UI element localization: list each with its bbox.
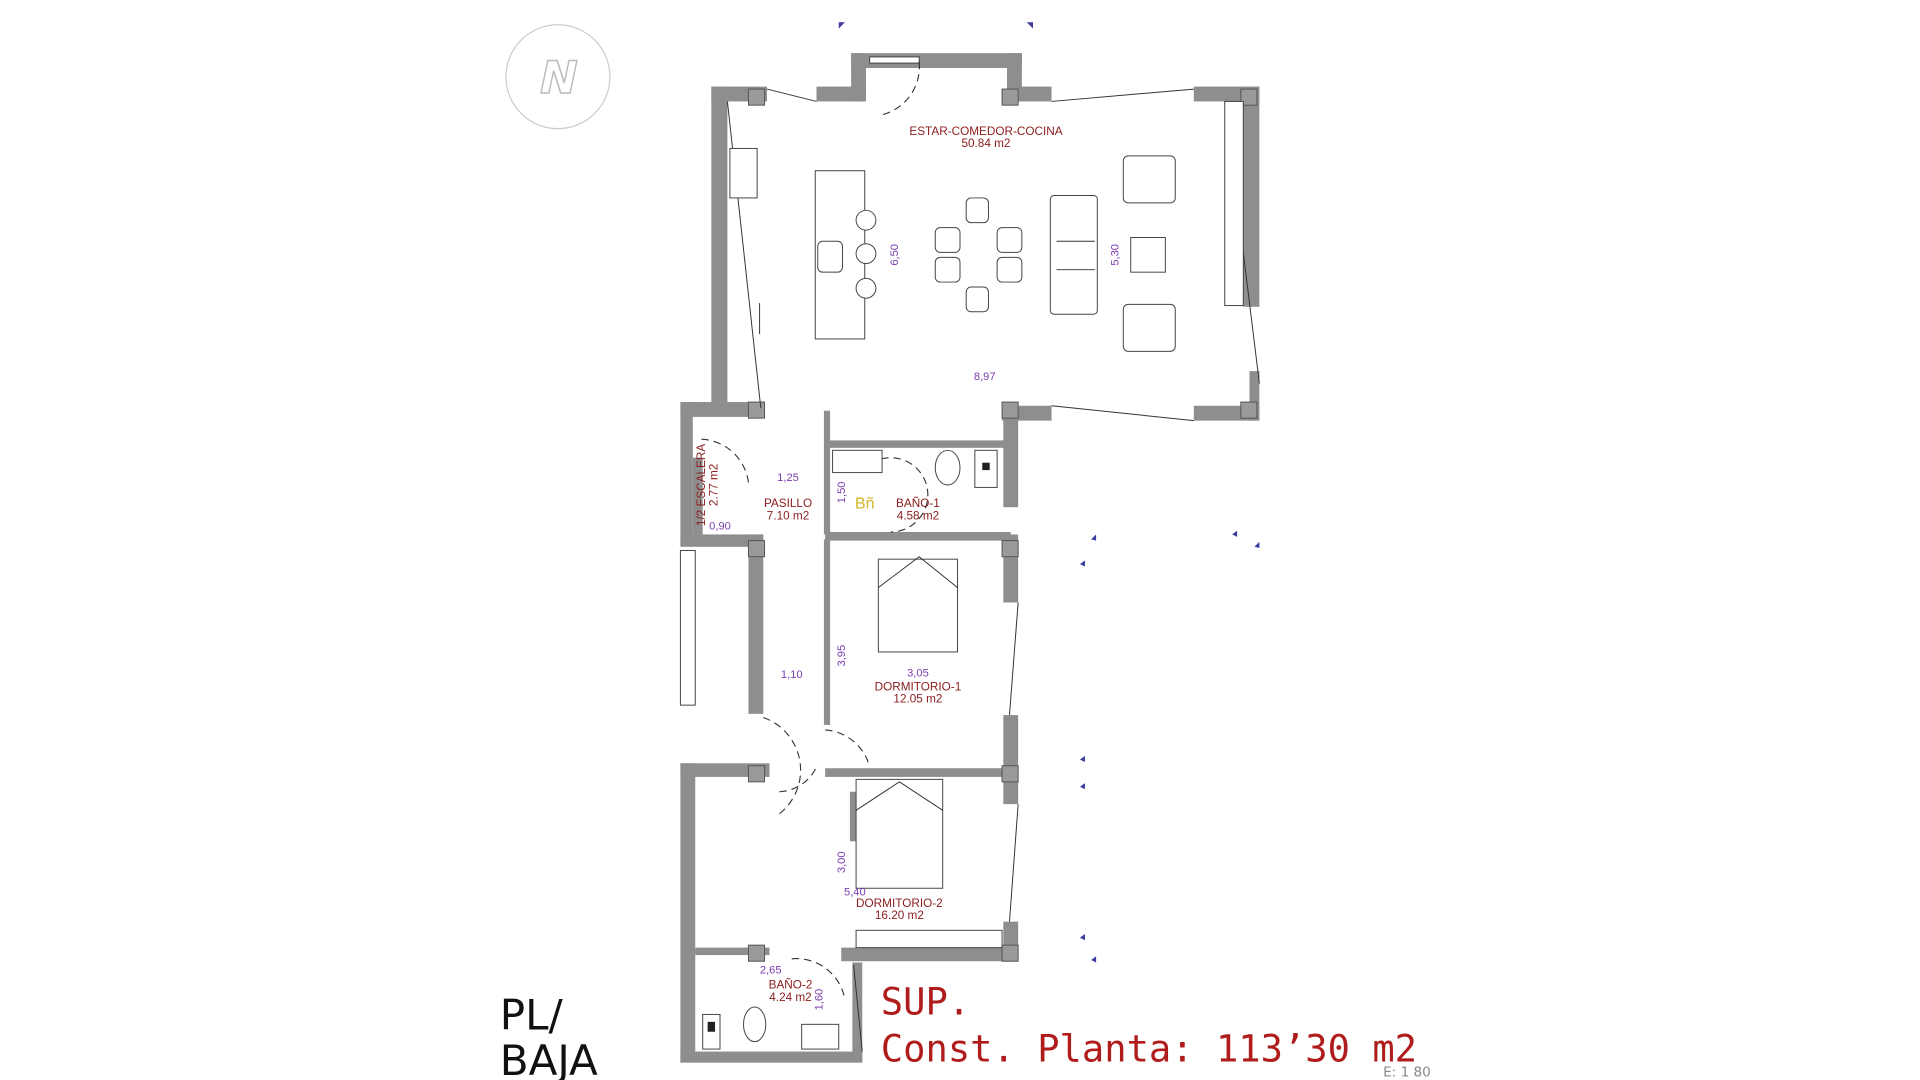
bath-symbol: Bñ — [855, 494, 875, 512]
window-lines — [679, 88, 1260, 1052]
dim-dorm2-w: 5,40 — [844, 887, 866, 899]
dim-living-lounge: 5,30 — [1109, 244, 1121, 266]
walls — [680, 53, 1260, 1063]
room-bano2: BAÑO-2 4.24 m2 — [769, 978, 813, 1003]
doors — [698, 56, 929, 1000]
room-dorm1: DORMITORIO-1 12.05 m2 — [875, 680, 962, 705]
dim-dorm1-w: 3,05 — [907, 668, 929, 680]
north-arrow-icon: N — [505, 24, 611, 130]
dim-living-depth: 6,50 — [889, 244, 901, 266]
room-name: DORMITORIO-1 — [875, 680, 962, 693]
room-name: BAÑO-1 — [896, 497, 940, 510]
room-area: 4.58 m2 — [897, 510, 939, 523]
room-pasillo: PASILLO 7.10 m2 — [764, 497, 812, 522]
room-escalera: 1/2 ESCALERA 2.77 m2 — [695, 444, 720, 526]
room-area: 16.20 m2 — [875, 909, 924, 922]
room-area: 12.05 m2 — [893, 693, 942, 706]
room-dorm2: DORMITORIO-2 16.20 m2 — [856, 897, 943, 922]
plan-label-line2: BAJA — [500, 1036, 598, 1080]
room-living: ESTAR-COMEDOR-COCINA 50.84 m2 — [909, 125, 1062, 150]
room-name: 1/2 ESCALERA — [695, 444, 708, 526]
surface-label: SUP. — [881, 980, 970, 1023]
room-name: ESTAR-COMEDOR-COCINA — [909, 125, 1062, 138]
dimensions: 6,50 8,97 5,30 1,25 1,50 0,90 1,10 3,95 … — [709, 244, 1121, 1010]
furniture — [702, 147, 1176, 1050]
dim-escalera-w: 0,90 — [709, 520, 731, 532]
room-area: 7.10 m2 — [767, 510, 809, 523]
dim-dorm2-depth: 3,00 — [836, 851, 848, 873]
room-name: BAÑO-2 — [769, 978, 813, 991]
scale-label: E: 1 80 — [1383, 1064, 1431, 1080]
room-bano1: Bñ BAÑO-1 4.58 m2 — [855, 494, 940, 522]
dim-pasillo-w: 1,25 — [777, 472, 799, 484]
surface-value: Const. Planta: 113’30 m2 — [881, 1027, 1417, 1070]
room-name: PASILLO — [764, 497, 812, 510]
room-area: 2.77 m2 — [708, 464, 721, 506]
dim-living-width: 8,97 — [974, 371, 996, 383]
dim-bano1-w: 1,50 — [836, 482, 848, 504]
plan-label-line1: PL/ — [500, 990, 564, 1039]
room-area: 4.24 m2 — [769, 991, 811, 1004]
dim-bano2-w: 2,65 — [760, 965, 782, 977]
dim-pasillo-lower: 1,10 — [781, 669, 803, 681]
room-area: 50.84 m2 — [961, 137, 1010, 150]
dim-dorm1-depth: 3,95 — [836, 645, 848, 667]
dim-bano2-depth: 1,60 — [814, 989, 826, 1011]
room-name: DORMITORIO-2 — [856, 897, 943, 910]
